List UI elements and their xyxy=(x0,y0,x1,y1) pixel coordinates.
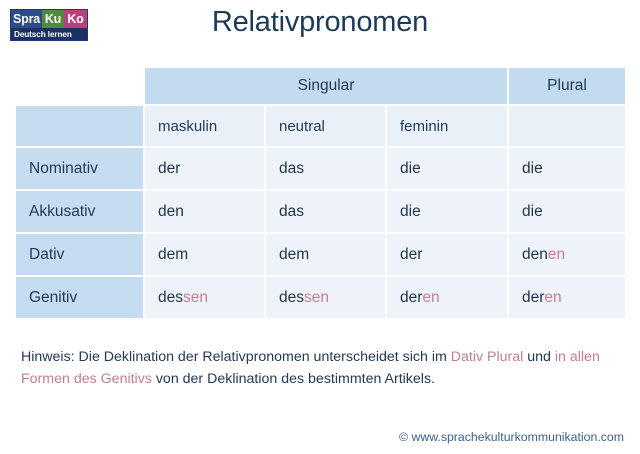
table-column-header-row: maskulin neutral feminin xyxy=(16,106,625,146)
cell-genitiv-plural: deren xyxy=(509,277,625,318)
cell-nominativ-feminin: die xyxy=(387,148,507,189)
cell-stem: die xyxy=(400,159,421,177)
row-label-genitiv: Genitiv xyxy=(16,277,143,318)
cell-stem: das xyxy=(279,159,304,177)
header-col-feminin: feminin xyxy=(387,106,507,146)
footer-copyright: © www.sprachekulturkommunikation.com xyxy=(398,430,624,444)
cell-stem: die xyxy=(522,202,543,220)
cell-stem: die xyxy=(522,159,543,177)
note-segment-2: und xyxy=(523,349,555,365)
table-group-header-row: Singular Plural xyxy=(16,68,625,104)
declension-table-container: Singular Plural maskulin neutral feminin… xyxy=(14,66,625,320)
cell-genitiv-neutral: dessen xyxy=(266,277,385,318)
header-col-neutral: neutral xyxy=(266,106,385,146)
cell-dativ-plural: denen xyxy=(509,234,625,275)
cell-suffix: en xyxy=(544,288,562,306)
table-body: Nominativ der das die die Akkusativ den … xyxy=(16,148,625,318)
cell-stem: dem xyxy=(158,245,189,263)
header-col-plural-blank xyxy=(509,106,625,146)
table-row: Nominativ der das die die xyxy=(16,148,625,189)
note-highlight-dativ-plural: Dativ Plural xyxy=(450,349,524,365)
cell-stem: den xyxy=(522,245,548,263)
cell-suffix: sen xyxy=(183,288,208,306)
cell-akkusativ-maskulin: den xyxy=(145,191,264,232)
row-label-nominativ: Nominativ xyxy=(16,148,143,189)
cell-stem: dem xyxy=(279,245,310,263)
cell-stem: des xyxy=(279,288,304,306)
note-text: Hinweis: Die Deklination der Relativpron… xyxy=(21,347,621,390)
cell-stem: den xyxy=(158,202,184,220)
page-title: Relativpronomen xyxy=(211,6,429,38)
note-segment-1: Hinweis: Die Deklination der Relativpron… xyxy=(21,349,451,365)
cell-dativ-feminin: der xyxy=(387,234,507,275)
row-label-dativ: Dativ xyxy=(16,234,143,275)
cell-nominativ-maskulin: der xyxy=(145,148,264,189)
header-corner-bottom xyxy=(16,106,143,146)
cell-stem: der xyxy=(400,288,423,306)
table-row: Dativ dem dem der denen xyxy=(16,234,625,275)
table-head: Singular Plural maskulin neutral feminin xyxy=(16,68,625,146)
sprakuko-logo: Spra Ku Ko Deutsch lernen xyxy=(10,9,88,41)
logo-segment-spra: Spra xyxy=(11,10,42,28)
header-col-maskulin: maskulin xyxy=(145,106,264,146)
cell-nominativ-neutral: das xyxy=(266,148,385,189)
table-row: Genitiv dessen dessen deren deren xyxy=(16,277,625,318)
logo-wordmark: Spra Ku Ko xyxy=(11,10,87,28)
header-group-singular: Singular xyxy=(145,68,507,104)
header-group-plural: Plural xyxy=(509,68,625,104)
cell-akkusativ-feminin: die xyxy=(387,191,507,232)
cell-nominativ-plural: die xyxy=(509,148,625,189)
cell-stem: das xyxy=(279,202,304,220)
cell-stem: des xyxy=(158,288,183,306)
cell-suffix: en xyxy=(547,245,566,263)
cell-suffix: en xyxy=(422,288,440,306)
cell-stem: die xyxy=(400,202,421,220)
table-row: Akkusativ den das die die xyxy=(16,191,625,232)
logo-segment-ko: Ko xyxy=(64,10,87,28)
cell-stem: der xyxy=(522,288,545,306)
cell-stem: der xyxy=(400,245,423,263)
cell-stem: der xyxy=(158,159,181,177)
cell-dativ-neutral: dem xyxy=(266,234,385,275)
cell-suffix: sen xyxy=(304,288,329,306)
note-segment-3: von der Deklination des bestimmten Artik… xyxy=(151,370,435,387)
row-label-akkusativ: Akkusativ xyxy=(16,191,143,232)
note-highlight-genitiv: in allen Formen des Genitivs xyxy=(21,349,600,387)
cell-genitiv-maskulin: dessen xyxy=(145,277,264,318)
cell-dativ-maskulin: dem xyxy=(145,234,264,275)
header-corner-top xyxy=(16,68,143,104)
logo-tagline: Deutsch lernen xyxy=(11,28,87,40)
cell-akkusativ-plural: die xyxy=(509,191,625,232)
logo-segment-ku: Ku xyxy=(42,10,64,28)
cell-genitiv-feminin: deren xyxy=(387,277,507,318)
cell-akkusativ-neutral: das xyxy=(266,191,385,232)
relativpronomen-table: Singular Plural maskulin neutral feminin… xyxy=(14,66,627,320)
